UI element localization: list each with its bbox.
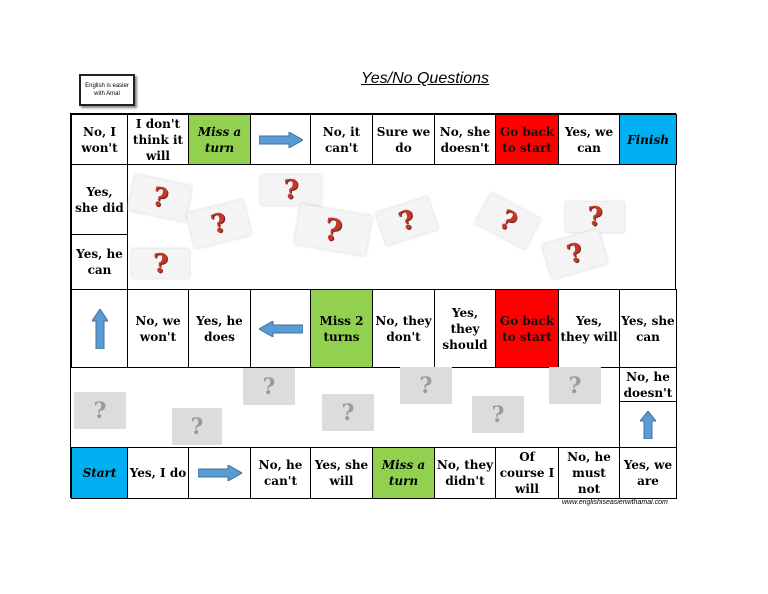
question-mark-icon: ?: [322, 394, 374, 431]
board-square[interactable]: No, he must not: [558, 447, 620, 499]
question-mark-icon: ?: [400, 367, 452, 404]
board-square[interactable]: Yes, we can: [558, 114, 620, 165]
miss-turns-square[interactable]: Miss 2 turns: [310, 289, 373, 368]
board-square[interactable]: No, they didn't: [434, 447, 496, 499]
question-mark-glyph: ?: [568, 372, 582, 399]
board-square[interactable]: No, they don't: [372, 289, 435, 368]
board-square[interactable]: Sure we do: [372, 114, 435, 165]
footer-url: www.englishiseasierwithamal.com: [562, 499, 668, 506]
board-square[interactable]: Yes, she will: [310, 447, 373, 499]
board-square[interactable]: Of course I will: [495, 447, 559, 499]
logo: English is easier with Amal: [79, 74, 135, 106]
board-square[interactable]: No, he doesn't: [619, 367, 677, 402]
arrow-square[interactable]: [619, 401, 677, 448]
arrow-up-icon: [640, 410, 656, 439]
board-square[interactable]: Yes, I do: [127, 447, 189, 499]
question-mark-glyph: ?: [491, 401, 505, 428]
question-mark-glyph: ?: [341, 399, 355, 426]
question-mark-glyph: ?: [419, 372, 433, 399]
question-mark-icon: ?: [74, 392, 126, 429]
arrow-up-icon: [91, 308, 108, 349]
miss-turn-square[interactable]: Miss a turn: [372, 447, 435, 499]
board-square[interactable]: Yes, we are: [619, 447, 677, 499]
board-square[interactable]: Yes, he can: [71, 234, 128, 290]
arrow-square[interactable]: [250, 114, 311, 165]
arrow-left-icon: [258, 320, 303, 337]
logo-text: English is easier with Amal: [85, 83, 129, 97]
game-board: No, I won't I don't think it will Miss a…: [70, 113, 677, 499]
go-back-square[interactable]: Go back to start: [495, 114, 559, 165]
board-square[interactable]: Yes, they will: [558, 289, 620, 368]
arrow-square[interactable]: [71, 289, 128, 368]
question-mark-icon: ?: [132, 249, 189, 279]
go-back-square[interactable]: Go back to start: [495, 289, 559, 368]
arrow-square[interactable]: [188, 447, 251, 499]
question-mark-icon: ?: [243, 368, 295, 405]
board-square[interactable]: No, he can't: [250, 447, 311, 499]
board-square[interactable]: I don't think it will: [127, 114, 189, 165]
start-square[interactable]: Start: [71, 447, 128, 499]
question-mark-glyph: ?: [93, 397, 107, 424]
miss-turn-square[interactable]: Miss a turn: [188, 114, 251, 165]
board-square[interactable]: Yes, they should: [434, 289, 496, 368]
arrow-right-icon: [197, 465, 242, 481]
board-square[interactable]: Yes, she did: [71, 164, 128, 235]
board-square[interactable]: No, we won't: [127, 289, 189, 368]
page-title: Yes/No Questions: [360, 70, 490, 87]
finish-square[interactable]: Finish: [619, 114, 677, 165]
board-square[interactable]: No, she doesn't: [434, 114, 496, 165]
question-mark-icon: ?: [261, 175, 321, 205]
question-mark-glyph: ?: [190, 413, 204, 440]
question-mark-icon: ?: [549, 367, 601, 404]
board-square[interactable]: No, I won't: [71, 114, 128, 165]
board-square[interactable]: No, it can't: [310, 114, 373, 165]
board-square[interactable]: Yes, she can: [619, 289, 677, 368]
board-square[interactable]: Yes, he does: [188, 289, 251, 368]
question-mark-icon: ?: [472, 396, 524, 433]
arrow-right-icon: [258, 131, 303, 148]
question-mark-glyph: ?: [262, 373, 276, 400]
question-mark-icon: ?: [172, 408, 222, 445]
question-mark-icon: ?: [566, 202, 624, 232]
arrow-square[interactable]: [250, 289, 311, 368]
